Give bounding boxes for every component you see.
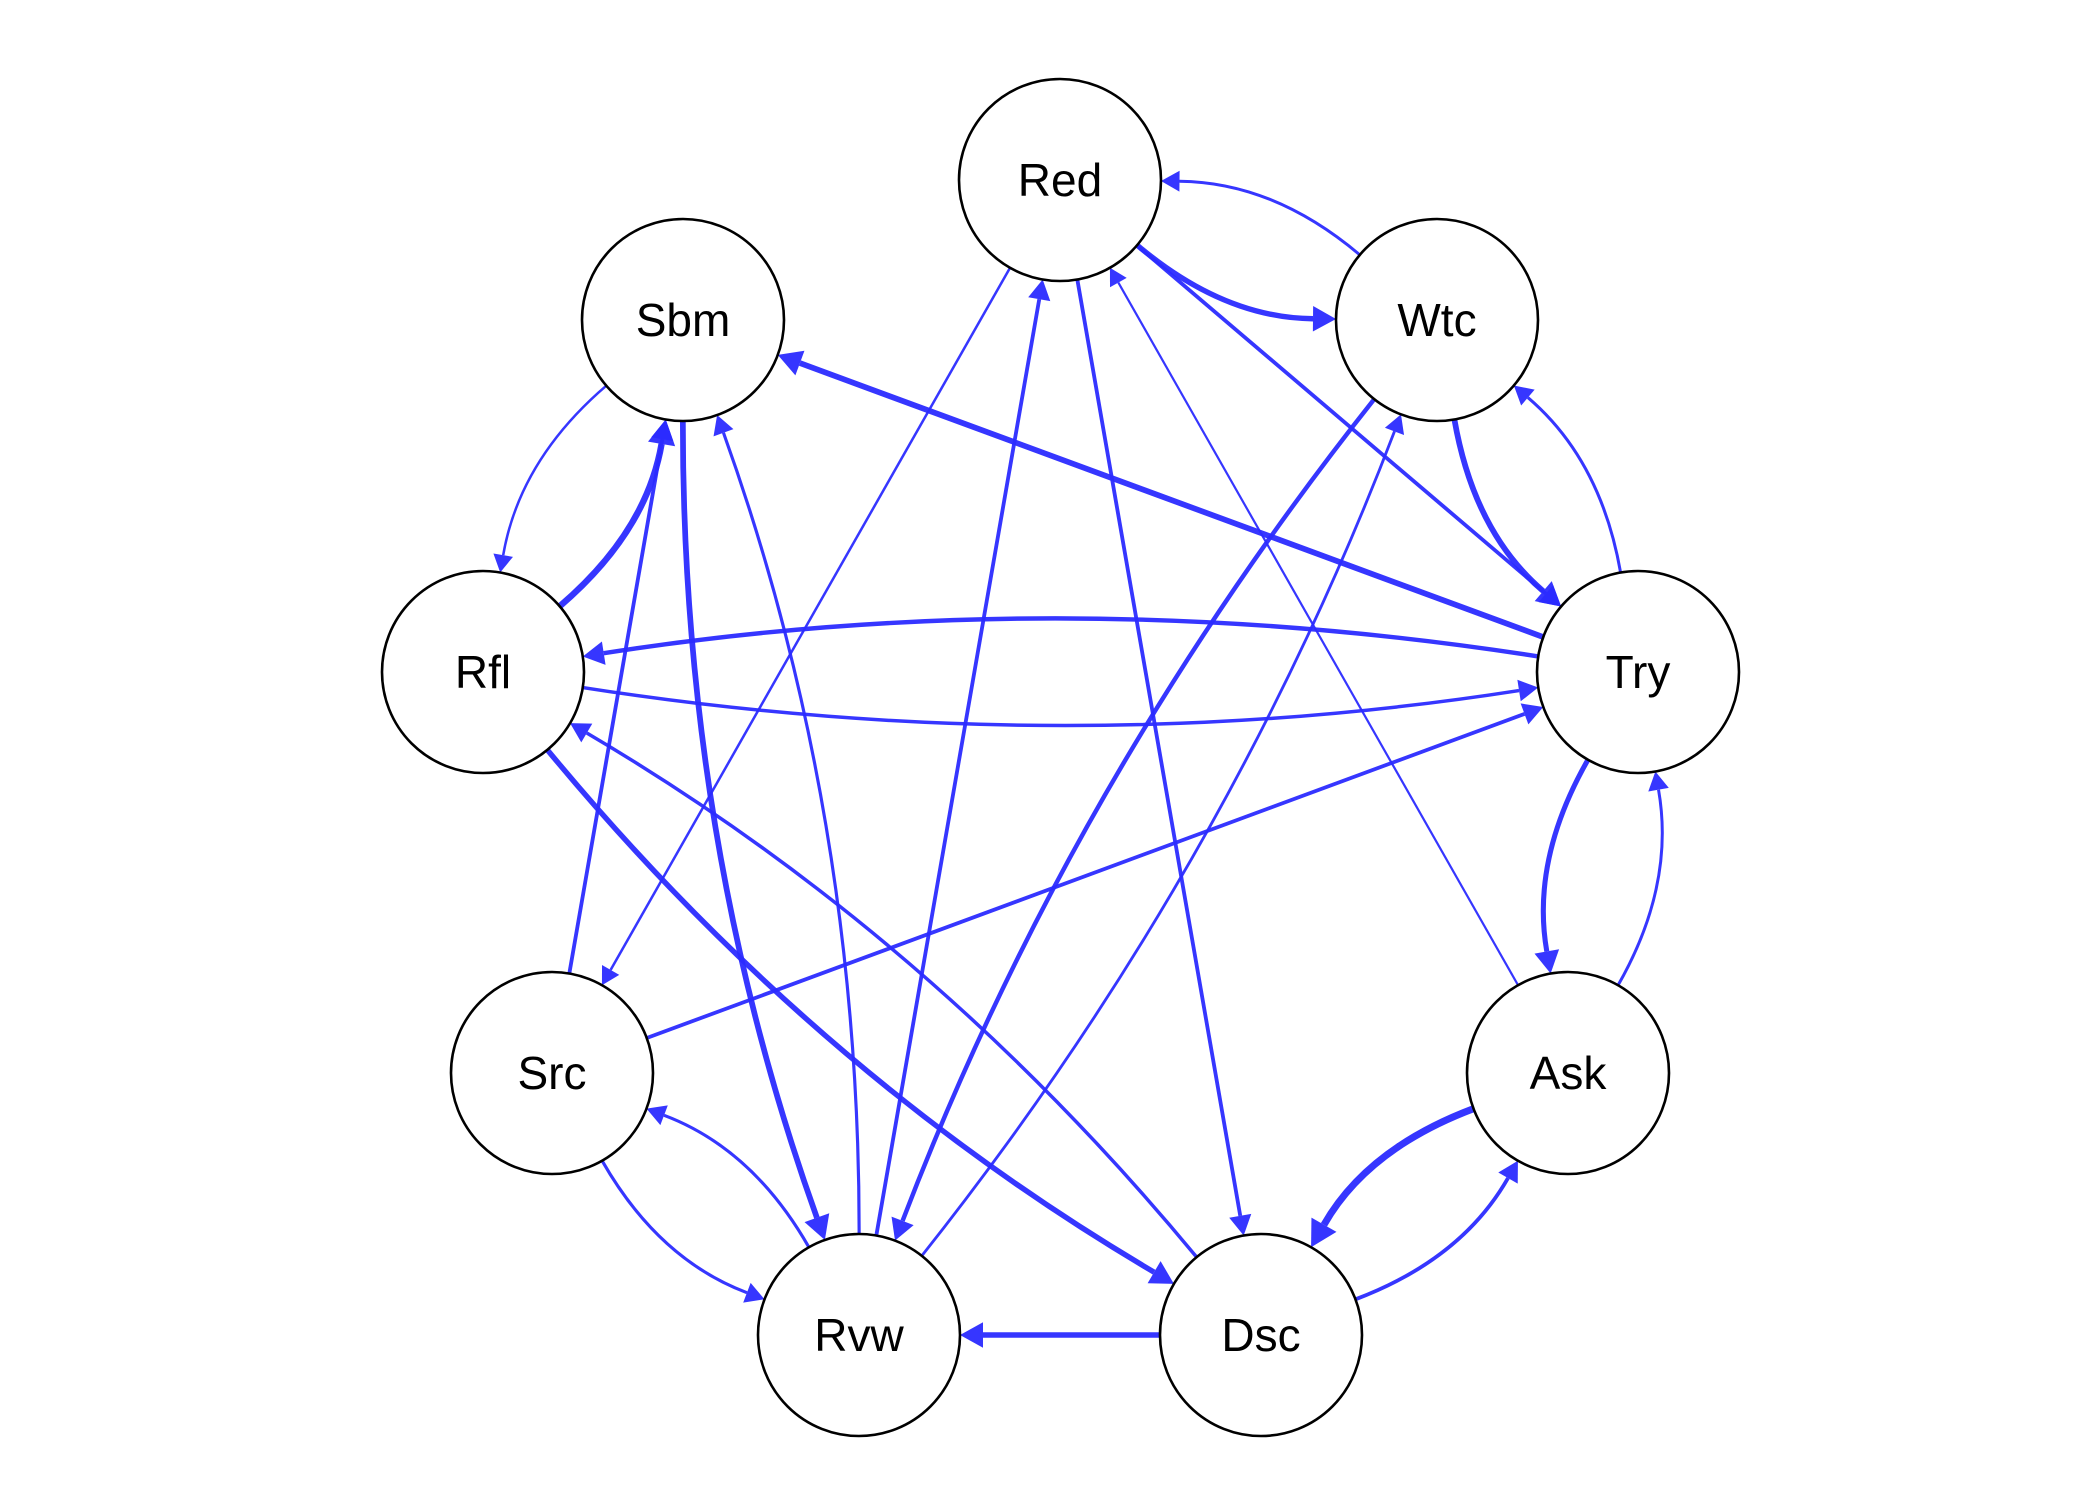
node-label: Src xyxy=(518,1047,587,1099)
arrowhead-src-to-try xyxy=(1520,703,1544,725)
node-circle xyxy=(580,217,786,423)
arrowhead-rfl-to-try xyxy=(1517,679,1539,702)
edge-dsc-to-ask xyxy=(1354,1177,1510,1302)
edge-ask-to-try xyxy=(1616,789,1664,987)
node-circle xyxy=(1334,217,1540,423)
edge-dsc-to-rfl xyxy=(585,731,1198,1259)
node-sbm: Sbm xyxy=(580,217,786,423)
edge-src-to-sbm xyxy=(567,438,665,974)
edge-sbm-to-rfl xyxy=(501,384,608,556)
node-label: Rvw xyxy=(814,1309,904,1361)
arrowhead-src-to-sbm xyxy=(651,419,674,442)
node-label: Rfl xyxy=(455,646,511,698)
node-circle xyxy=(1158,1232,1364,1438)
node-circle xyxy=(449,970,655,1176)
arrowhead-rvw-to-wtc xyxy=(1384,414,1405,436)
node-rvw: Rvw xyxy=(756,1232,962,1438)
edge-wtc-to-red xyxy=(1179,179,1361,256)
arrowhead-wtc-to-try xyxy=(1534,581,1562,607)
arrowhead-sbm-to-rfl xyxy=(493,553,513,573)
edge-red-to-dsc xyxy=(1075,279,1243,1217)
edge-ask-to-dsc xyxy=(1320,1105,1475,1227)
arrowhead-src-to-rvw xyxy=(743,1282,765,1303)
arrowhead-red-to-wtc xyxy=(1312,305,1337,332)
node-wtc: Wtc xyxy=(1334,217,1540,423)
arrowhead-try-to-sbm xyxy=(777,350,805,376)
edge-ask-to-red xyxy=(1117,282,1520,986)
arrowhead-rvw-to-sbm xyxy=(713,415,734,437)
edge-src-to-rvw xyxy=(600,1159,748,1295)
arrowhead-try-to-ask xyxy=(1534,949,1560,974)
node-try: Try xyxy=(1535,569,1741,775)
arrowhead-wtc-to-rvw xyxy=(891,1216,914,1241)
edge-try-to-wtc xyxy=(1526,396,1623,573)
node-circle xyxy=(380,569,586,775)
edge-wtc-to-rvw xyxy=(900,397,1376,1222)
edges-layer xyxy=(493,170,1669,1348)
node-dsc: Dsc xyxy=(1158,1232,1364,1438)
arrowhead-rvw-to-red xyxy=(1028,279,1051,302)
edge-rvw-to-src xyxy=(663,1113,811,1249)
edge-red-to-wtc xyxy=(1135,243,1314,322)
edge-red-to-src xyxy=(609,267,1012,971)
node-ask: Ask xyxy=(1465,970,1671,1176)
arrowhead-rvw-to-src xyxy=(646,1105,668,1126)
edge-sbm-to-rvw xyxy=(680,420,820,1219)
arrowhead-dsc-to-ask xyxy=(1498,1160,1518,1184)
arrowhead-try-to-rfl xyxy=(582,641,606,665)
edge-rvw-to-red xyxy=(874,298,1042,1236)
edge-rfl-to-try xyxy=(582,685,1520,728)
arrowhead-ask-to-dsc xyxy=(1311,1217,1337,1248)
node-label: Sbm xyxy=(636,294,731,346)
node-label: Wtc xyxy=(1397,294,1476,346)
edge-rvw-to-wtc xyxy=(920,430,1396,1257)
arrowhead-red-to-dsc xyxy=(1229,1213,1252,1236)
edge-red-to-try xyxy=(1135,244,1548,596)
edge-try-to-sbm xyxy=(798,360,1545,640)
arrowhead-wtc-to-red xyxy=(1160,170,1180,192)
edge-src-to-try xyxy=(646,712,1526,1040)
edge-try-to-rfl xyxy=(603,616,1539,659)
node-label: Dsc xyxy=(1221,1309,1300,1361)
node-rfl: Rfl xyxy=(380,569,586,775)
edge-try-to-ask xyxy=(1540,758,1591,952)
arrowhead-red-to-src xyxy=(601,965,620,986)
node-circle xyxy=(1535,569,1741,775)
arrowhead-try-to-wtc xyxy=(1513,385,1535,406)
node-label: Ask xyxy=(1530,1047,1608,1099)
node-red: Red xyxy=(957,77,1163,283)
arrowhead-dsc-to-rvw xyxy=(960,1322,983,1348)
edge-rvw-to-sbm xyxy=(721,432,861,1235)
node-circle xyxy=(756,1232,962,1438)
edge-rfl-to-dsc xyxy=(545,748,1156,1275)
arrowhead-ask-to-try xyxy=(1648,771,1669,792)
arrowhead-sbm-to-rvw xyxy=(804,1213,830,1240)
arrowhead-dsc-to-rfl xyxy=(570,723,593,743)
node-label: Try xyxy=(1606,646,1671,698)
node-circle xyxy=(957,77,1163,283)
arrowhead-ask-to-red xyxy=(1109,267,1127,288)
node-circle xyxy=(1465,970,1671,1176)
edge-wtc-to-try xyxy=(1451,418,1546,594)
node-label: Red xyxy=(1018,154,1102,206)
node-src: Src xyxy=(449,970,655,1176)
arrowhead-rfl-to-dsc xyxy=(1147,1261,1174,1284)
